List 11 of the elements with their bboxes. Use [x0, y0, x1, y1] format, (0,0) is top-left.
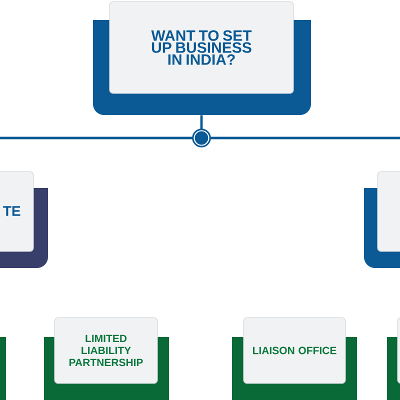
option-card: TE	[0, 171, 48, 268]
connector-line	[0, 136, 194, 140]
connector-line	[200, 115, 203, 130]
option-card: LIMITED LIABILITY PARTNERSHIP	[44, 317, 169, 400]
option-card	[364, 171, 400, 268]
connector-line	[210, 136, 400, 140]
option-card	[387, 317, 400, 400]
option-card: LIAISON OFFICE	[232, 317, 357, 400]
option-card: WANT TO SET UP BUSINESS IN INDIA?	[93, 1, 311, 115]
option-card	[0, 337, 6, 400]
junction-dot	[192, 128, 211, 148]
